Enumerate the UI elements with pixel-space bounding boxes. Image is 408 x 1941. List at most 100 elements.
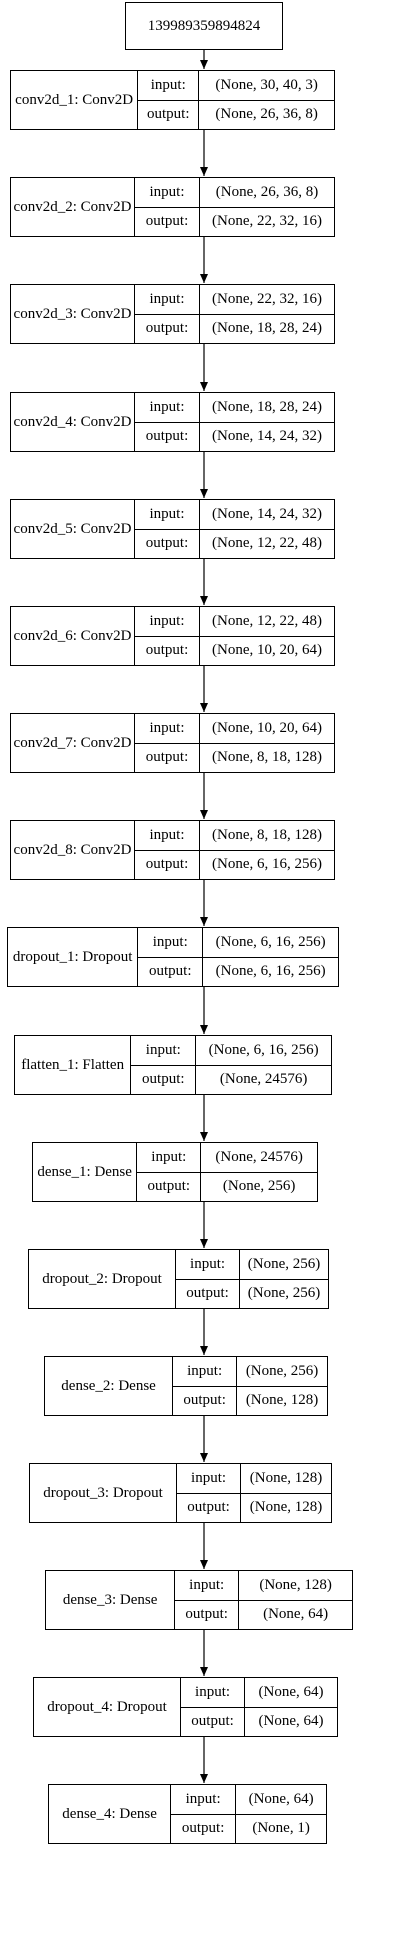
output-label: output: (175, 1600, 240, 1629)
input-row: input: (None, 26, 36, 8) (135, 178, 334, 207)
input-shape: (None, 256) (247, 1255, 321, 1272)
input-row: input: (None, 64) (171, 1785, 326, 1814)
input-shape: (None, 24576) (215, 1148, 303, 1165)
output-label: output: (135, 743, 200, 772)
input-label: input: (177, 1464, 242, 1493)
input-row: input: (None, 12, 22, 48) (135, 607, 334, 636)
output-row: output:(None, 64) (181, 1706, 337, 1736)
output-row: output:(None, 6, 16, 256) (138, 956, 338, 986)
layer-shapes: input: (None, 26, 36, 8) output: (None, 22,… (135, 178, 334, 236)
layer-shapes: input:(None, 64)output:(None, 1) (171, 1785, 326, 1843)
input-label: input: (135, 714, 200, 743)
output-label: output: (135, 850, 200, 879)
output-label: output: (173, 1386, 238, 1415)
output-shape: (None, 128) (249, 1499, 323, 1516)
output-label: output: (137, 1172, 202, 1201)
input-shape: (None, 64) (248, 1790, 314, 1807)
input-row: input: (None, 22, 32, 16) (135, 285, 334, 314)
input-node: 139989359894824 (125, 2, 283, 50)
input-label: input: (135, 393, 200, 422)
layer-name: conv2d_4: Conv2D (11, 393, 135, 451)
output-shape: (None, 22, 32, 16) (212, 213, 322, 230)
input-shape: (None, 10, 20, 64) (212, 719, 322, 736)
input-label: input: (137, 1143, 202, 1172)
input-shape: (None, 64) (258, 1683, 324, 1700)
layer-shapes: input:(None, 128)output:(None, 64) (175, 1571, 352, 1629)
layer-shapes: input:(None, 6, 16, 256)output:(None, 24… (131, 1036, 331, 1094)
layer-shapes: input:(None, 8, 18, 128)output:(None, 6,… (135, 821, 334, 879)
output-shape: (None, 64) (263, 1606, 329, 1623)
layer-name: conv2d_1: Conv2D (11, 71, 139, 129)
input-label: input: (171, 1785, 237, 1814)
input-shape: (None, 128) (259, 1576, 332, 1593)
layer-shapes: input: (None, 18, 28, 24) output: (None, 14… (135, 393, 334, 451)
output-label: output: (177, 1493, 242, 1522)
input-shape: (None, 6, 16, 256) (215, 933, 326, 950)
input-shape: (None, 18, 28, 24) (212, 398, 322, 415)
layer-name: dropout_3: Dropout (30, 1464, 178, 1522)
layer-shapes: input:(None, 30, 40, 3)output:(None, 26,… (138, 71, 334, 129)
output-shape: (None, 128) (245, 1392, 319, 1409)
input-shape: (None, 128) (249, 1469, 323, 1486)
output-shape: (None, 14, 24, 32) (212, 428, 322, 445)
output-label: output: (138, 957, 204, 986)
output-label: output: (135, 207, 200, 236)
output-row: output:(None, 10, 20, 64) (135, 635, 334, 665)
input-row: input: (None, 6, 16, 256) (138, 928, 338, 957)
input-label: input: (135, 607, 200, 636)
output-label: output: (131, 1065, 197, 1094)
output-row: output:(None, 24576) (131, 1064, 331, 1094)
input-row: input: (None, 18, 28, 24) (135, 393, 334, 422)
input-label: input: (135, 285, 200, 314)
layer-shapes: input:(None, 24576)output:(None, 256) (137, 1143, 317, 1201)
input-row: input:(None, 6, 16, 256) (131, 1036, 331, 1065)
layer-shapes: input:(None, 256)output: (None, 128) (173, 1357, 327, 1415)
input-node-label: 139989359894824 (147, 17, 261, 34)
output-shape: (None, 26, 36, 8) (215, 106, 318, 123)
input-row: input: (None, 10, 20, 64) (135, 714, 334, 743)
input-label: input: (138, 928, 204, 957)
layer-name: dropout_2: Dropout (29, 1250, 177, 1308)
input-row: input: (None, 128) (177, 1464, 331, 1493)
input-row: input:(None, 256) (176, 1250, 328, 1279)
layer-name: dense_1: Dense (33, 1143, 138, 1201)
input-row: input: (None, 24576) (137, 1143, 317, 1172)
layer-name: conv2d_3: Conv2D (11, 285, 135, 343)
layer-name: conv2d_2: Conv2D (11, 178, 135, 236)
output-row: output: (None, 22, 32, 16) (135, 206, 334, 236)
input-shape: (None, 6, 16, 256) (208, 1041, 319, 1058)
output-row: output:(None, 12, 22, 48) (135, 528, 334, 558)
layer-shapes: input:(None, 256)output:(None, 256) (176, 1250, 328, 1308)
input-shape: (None, 22, 32, 16) (212, 290, 322, 307)
output-label: output: (181, 1707, 246, 1736)
input-shape: (None, 26, 36, 8) (215, 183, 319, 200)
output-label: output: (171, 1814, 237, 1843)
input-shape: (None, 12, 22, 48) (212, 612, 322, 629)
input-row: input:(None, 14, 24, 32) (135, 500, 334, 529)
output-row: output:(None, 256) (176, 1278, 328, 1308)
input-row: input:(None, 256) (173, 1357, 327, 1386)
layer-name: conv2d_6: Conv2D (11, 607, 135, 665)
output-label: output: (176, 1279, 241, 1308)
layer-shapes: input:(None, 10, 20, 64)output:(None, 8,… (135, 714, 334, 772)
input-label: input: (135, 500, 200, 529)
layer-name: conv2d_5: Conv2D (11, 500, 135, 558)
output-shape: (None, 18, 28, 24) (212, 320, 322, 337)
input-label: input: (135, 178, 200, 207)
output-label: output: (135, 422, 200, 451)
input-row: input:(None, 64) (181, 1678, 337, 1707)
